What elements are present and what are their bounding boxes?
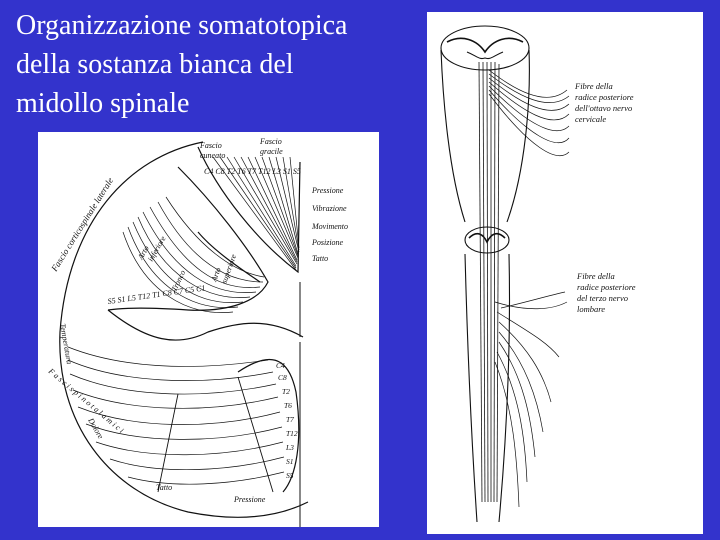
title-line-2: della sostanza bianca del [16,45,416,84]
label-fascio-cuneato-2: cuneato [200,151,225,160]
central-fiber-bundle [479,62,499,502]
slide-title: Organizzazione somatotopica della sostan… [16,6,416,123]
label-lumbar: Fibre della radice posteriore del terzo … [576,271,636,314]
label-cervical: Fibre della radice posteriore dell'ottav… [574,81,634,124]
label-posizione: Posizione [311,238,344,247]
label-fascio-gracile-1: Fascio [259,137,282,146]
svg-text:cervicale: cervicale [575,114,606,124]
title-line-3: midollo spinale [16,84,416,123]
label-corticospinale: Fascio corticospinale laterale [49,176,115,274]
svg-text:T2: T2 [282,387,290,396]
svg-text:Fibre della: Fibre della [576,271,615,281]
upper-cross-section [441,26,529,70]
upper-body-left [441,50,465,222]
label-fascio-gracile-2: gracile [260,147,283,156]
svg-text:C4: C4 [276,361,285,370]
lower-root-fibers [495,292,567,507]
longitudinal-diagram: Fibre della radice posteriore dell'ottav… [427,12,703,534]
svg-text:S5: S5 [286,471,294,480]
svg-text:lombare: lombare [577,304,605,314]
label-tatto-top: Tatto [312,254,328,263]
section-diagram: Fascio cuneato Fascio gracile C4 C8 T2 T… [38,132,379,527]
title-line-1: Organizzazione somatotopica [16,6,416,45]
label-segments-top: C4 C8 T2 T6 T7 T12 L3 S1 S5 [204,167,301,176]
svg-text:radice posteriore: radice posteriore [577,282,636,292]
svg-text:T6: T6 [284,401,292,410]
svg-text:T12: T12 [286,429,298,438]
lower-body-right [499,254,510,522]
label-right-segments: C4 C8 T2 T6 T7 T12 L3 S1 S5 [276,361,298,480]
svg-text:C8: C8 [278,373,287,382]
lower-body-left [465,254,477,522]
label-pressione-top: Pressione [311,186,344,195]
label-movimento: Movimento [311,222,348,231]
svg-text:del terzo nervo: del terzo nervo [577,293,628,303]
svg-text:radice posteriore: radice posteriore [575,92,634,102]
svg-text:dell'ottavo nervo: dell'ottavo nervo [575,103,632,113]
label-pressione-bottom: Pressione [233,495,266,504]
svg-text:S1: S1 [286,457,294,466]
lateral-boundary [108,310,303,340]
label-vibrazione: Vibrazione [312,204,347,213]
svg-text:T7: T7 [286,415,294,424]
svg-text:Fibre della: Fibre della [574,81,613,91]
spinal-cord-longitudinal-figure: Fibre della radice posteriore dell'ottav… [427,12,703,534]
label-arto-superiore-2: superiore [219,253,238,285]
label-fascio-cuneato-1: Fascio [199,141,222,150]
spinal-cord-section-figure: Fascio cuneato Fascio gracile C4 C8 T2 T… [38,132,379,527]
label-fasci-spinotalamici: F a s c i s p i n o t a l a m i c i [46,366,126,435]
label-tatto-bottom: Tatto [156,483,172,492]
svg-text:L3: L3 [285,443,294,452]
